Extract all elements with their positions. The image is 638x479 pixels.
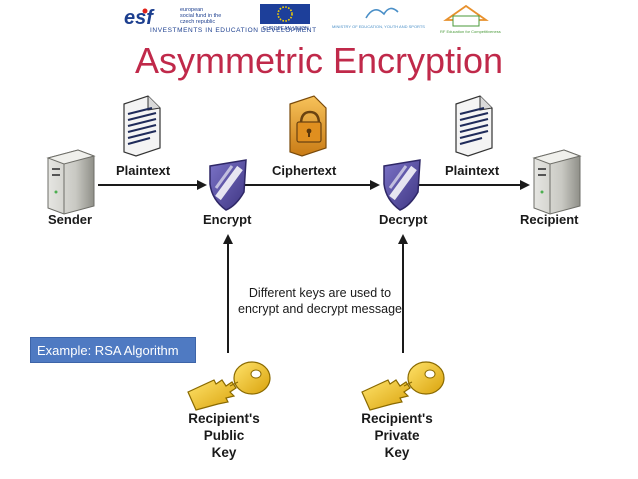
plaintext-left-label: Plaintext [116, 163, 171, 178]
keys-note-line-1: Different keys are used to [248, 286, 392, 300]
ministry-text: MINISTRY OF EDUCATION, YOUTH AND SPORTS [332, 24, 425, 29]
eu-flag-logo: EUROPEAN UNION [260, 4, 310, 32]
sender-label: Sender [48, 212, 93, 227]
private-key-icon [361, 361, 445, 411]
rf-text: RF Education for Competitiveness [440, 29, 501, 34]
esf-logo: esf european social fund in the czech re… [122, 6, 221, 29]
example-rsa-label: Example: RSA Algorithm [30, 337, 196, 363]
eu-text: EUROPEAN UNION [263, 26, 309, 32]
public-key-label-line-2: Public [203, 428, 245, 443]
decrypt-shield-icon [383, 159, 421, 211]
keys-note: Different keys are used to encrypt and d… [220, 285, 420, 317]
private-key-label: Recipient's Private Key [349, 410, 445, 461]
encrypt-label: Encrypt [203, 212, 252, 227]
banner-caption: INVESTMENTS IN EDUCATION DEVELOPMENT [150, 27, 317, 34]
recipient-server-icon [532, 149, 582, 215]
sender-server-icon [46, 149, 96, 215]
locked-document-icon [289, 95, 327, 157]
page-title: Asymmetric Encryption [134, 40, 504, 81]
esf-sub-2: social fund in the [180, 13, 221, 19]
public-key-label: Recipient's Public Key [176, 410, 272, 461]
recipient-label: Recipient [520, 212, 579, 227]
ministry-logo: MINISTRY OF EDUCATION, YOUTH AND SPORTS [332, 7, 425, 29]
keys-note-line-2: encrypt and decrypt message [238, 302, 402, 316]
public-key-label-line-1: Recipient's [188, 411, 260, 426]
private-key-label-line-3: Key [384, 445, 410, 460]
banner-logos: esf european social fund in the czech re… [122, 4, 501, 34]
public-key-icon [187, 361, 271, 411]
rf-logo: RF Education for Competitiveness [440, 4, 501, 34]
esf-sub-3: czech republic [180, 19, 215, 25]
plaintext-document-icon [455, 95, 493, 157]
plaintext-document-icon [123, 95, 161, 157]
esf-sub-1: european [180, 7, 203, 13]
private-key-label-line-2: Private [374, 428, 420, 443]
ciphertext-label: Ciphertext [272, 163, 337, 178]
private-key-label-line-1: Recipient's [361, 411, 433, 426]
decrypt-label: Decrypt [379, 212, 428, 227]
public-key-label-line-3: Key [211, 445, 237, 460]
esf-logo-text: esf [124, 7, 155, 29]
encrypt-shield-icon [209, 159, 247, 211]
plaintext-right-label: Plaintext [445, 163, 500, 178]
